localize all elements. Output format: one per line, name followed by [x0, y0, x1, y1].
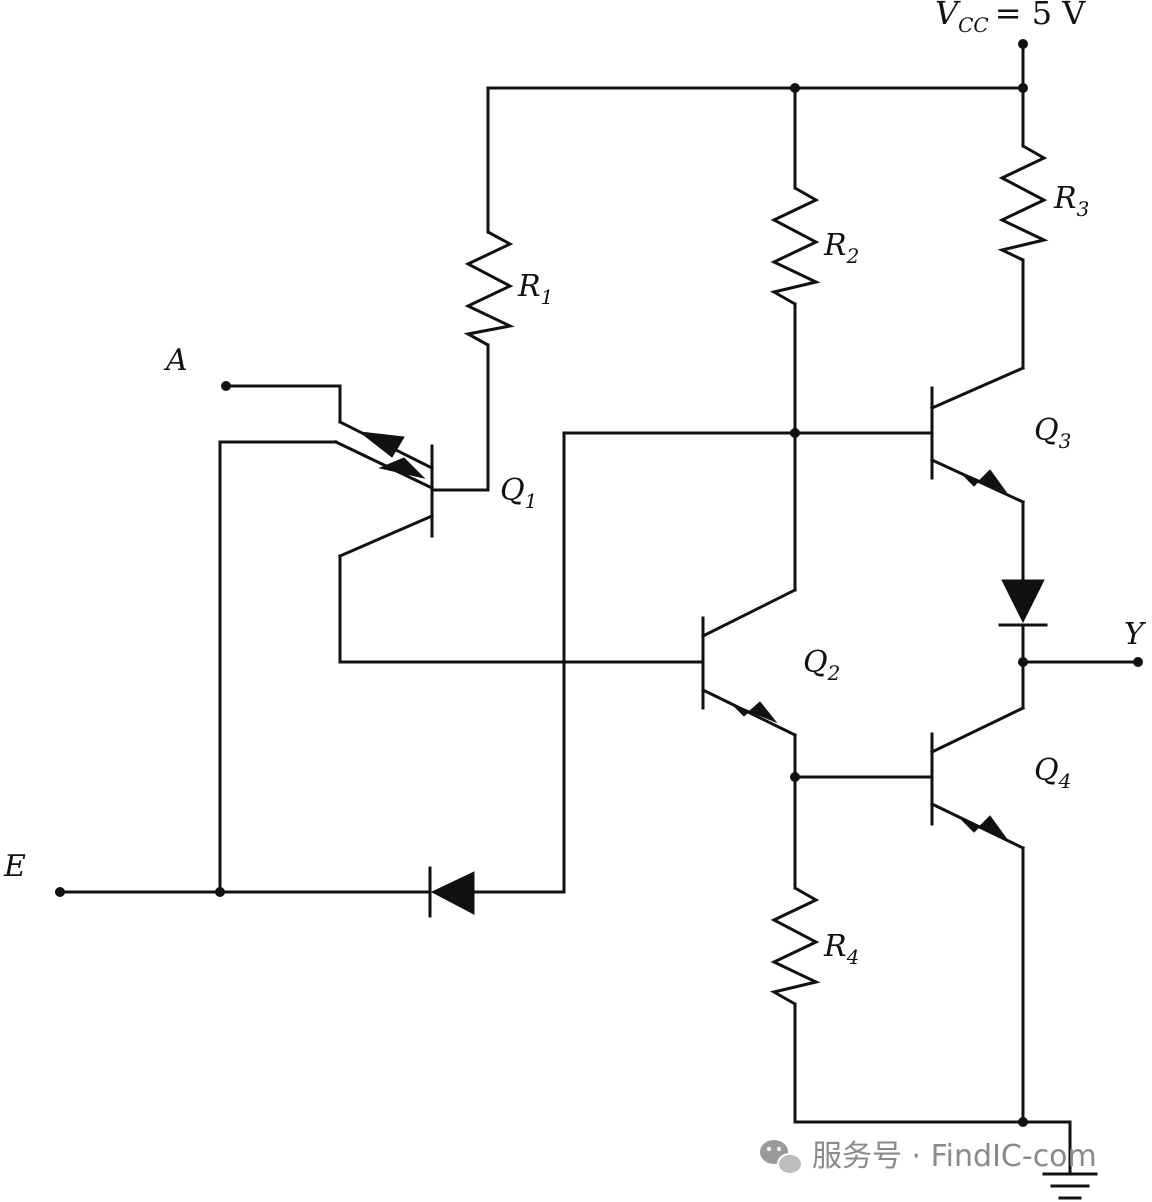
output-y-label: Y	[1124, 617, 1147, 652]
resistor-r3	[997, 86, 1049, 370]
vcc-rail	[486, 39, 1028, 93]
output-diode	[998, 579, 1048, 710]
transistor-q2-label: Q2	[803, 645, 840, 685]
svg-text:Q2: Q2	[803, 645, 840, 685]
watermark: 服务号 · FindIC-com	[760, 1139, 1097, 1175]
svg-text:R3: R3	[1053, 181, 1089, 221]
resistor-r2-label: R2	[823, 228, 859, 268]
svg-text:VCC= 5 V: VCC= 5 V	[935, 0, 1086, 37]
svg-text:E: E	[3, 849, 26, 884]
svg-text:Y: Y	[1124, 617, 1147, 652]
wechat-icon	[760, 1140, 803, 1175]
svg-text:R2: R2	[823, 228, 859, 268]
vcc-label: VCC= 5 V	[935, 0, 1086, 37]
svg-text:R4: R4	[823, 929, 859, 969]
resistor-r4-label: R4	[823, 929, 859, 969]
ground-symbol	[1042, 1120, 1098, 1200]
transistor-q4	[929, 705, 1028, 1127]
resistor-r1-label: R1	[517, 269, 553, 309]
svg-text:A: A	[163, 343, 188, 378]
input-e-wire	[55, 440, 432, 897]
transistor-q2	[700, 587, 934, 890]
input-a-terminal	[221, 381, 231, 391]
transistor-q1-input-label: Q1	[500, 473, 537, 513]
output-y-terminal	[1021, 657, 1143, 667]
input-a-label: A	[163, 343, 188, 378]
transistor-q3	[930, 366, 1025, 582]
svg-text:Q1: Q1	[500, 473, 537, 513]
svg-text:R1: R1	[517, 269, 553, 309]
watermark-text: 服务号 · FindIC-com	[812, 1139, 1097, 1174]
resistor-r4	[769, 886, 1072, 1124]
resistor-r2	[769, 86, 821, 592]
transistor-q3-label: Q3	[1034, 413, 1071, 453]
transistor-q1-input	[218, 384, 702, 664]
transistor-q4-label: Q4	[1034, 753, 1071, 793]
resistor-r1	[463, 86, 515, 492]
svg-text:Q4: Q4	[1034, 753, 1071, 793]
input-e-label: E	[3, 849, 26, 884]
enable-diode	[428, 431, 934, 918]
svg-text:Q3: Q3	[1034, 413, 1071, 453]
resistor-r3-label: R3	[1053, 181, 1089, 221]
